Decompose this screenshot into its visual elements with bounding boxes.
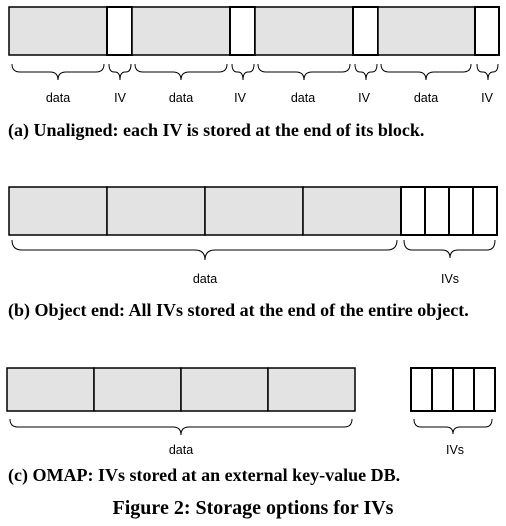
brace bbox=[134, 63, 228, 81]
brace bbox=[476, 63, 499, 81]
data-block bbox=[254, 6, 354, 56]
iv-block bbox=[400, 186, 426, 236]
ivs-label: IVs bbox=[446, 443, 464, 457]
iv-block bbox=[352, 6, 379, 56]
data-block bbox=[204, 186, 304, 236]
data-block bbox=[267, 367, 356, 412]
iv-label: IV bbox=[481, 91, 493, 105]
panel-b: data IVs bbox=[8, 186, 498, 286]
data-block bbox=[131, 6, 231, 56]
caption-panel-a: (a) Unaligned: each IV is stored at the … bbox=[8, 120, 425, 140]
data-block bbox=[180, 367, 269, 412]
iv-block bbox=[472, 186, 498, 236]
brace bbox=[257, 63, 351, 81]
brace bbox=[11, 63, 105, 81]
data-label: data bbox=[193, 272, 217, 286]
data-block bbox=[8, 6, 108, 56]
caption-panel-b: (b) Object end: All IVs stored at the en… bbox=[8, 300, 469, 320]
iv-block bbox=[106, 6, 133, 56]
data-label: data bbox=[414, 91, 438, 105]
iv-block bbox=[410, 367, 433, 412]
iv-block bbox=[448, 186, 474, 236]
brace bbox=[231, 63, 255, 81]
data-block bbox=[106, 186, 206, 236]
figure-caption: Figure 2: Storage options for IVs bbox=[112, 497, 394, 519]
brace bbox=[108, 63, 132, 81]
brace bbox=[354, 63, 378, 81]
iv-block bbox=[473, 367, 496, 412]
brace bbox=[11, 239, 398, 261]
brace bbox=[380, 63, 472, 81]
iv-label: IV bbox=[234, 91, 246, 105]
data-block bbox=[93, 367, 182, 412]
data-block bbox=[6, 367, 95, 412]
data-block bbox=[302, 186, 402, 236]
iv-block bbox=[474, 6, 500, 56]
iv-block bbox=[452, 367, 475, 412]
brace bbox=[403, 239, 496, 259]
iv-block bbox=[229, 6, 256, 56]
iv-label: IV bbox=[114, 91, 126, 105]
data-label: data bbox=[291, 91, 315, 105]
iv-block bbox=[431, 367, 454, 412]
data-block bbox=[8, 186, 108, 236]
caption-panel-c: (c) OMAP: IVs stored at an external key-… bbox=[8, 465, 401, 485]
brace bbox=[9, 418, 353, 436]
ivs-label: IVs bbox=[441, 272, 459, 286]
iv-label: IV bbox=[358, 91, 370, 105]
data-label: data bbox=[169, 443, 193, 457]
panel-a: data IV data IV data IV data IV bbox=[8, 6, 500, 105]
iv-block bbox=[424, 186, 450, 236]
data-label: data bbox=[46, 91, 70, 105]
panel-c: data IVs bbox=[6, 367, 496, 457]
data-block bbox=[377, 6, 476, 56]
data-label: data bbox=[169, 91, 193, 105]
brace bbox=[413, 418, 493, 435]
